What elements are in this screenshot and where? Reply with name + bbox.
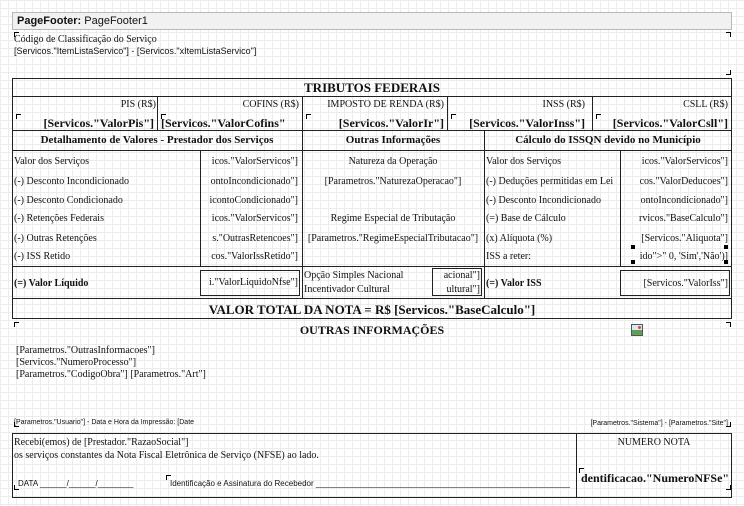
csll-label[interactable]: CSLL (R$) <box>683 99 728 110</box>
calc-row-label[interactable]: Valor dos Serviços <box>486 156 561 167</box>
corner-marker <box>726 422 731 427</box>
sistema-site[interactable]: [Parametros."Sistema"] - [Parametros."Si… <box>590 420 728 427</box>
calc-row-value[interactable]: cos."ValorDeducoes"] <box>639 176 728 187</box>
det-row-label[interactable]: (-) Desconto Condicionado <box>14 195 123 206</box>
det-row-label[interactable]: (-) ISS Retido <box>14 251 71 262</box>
cofins-value[interactable]: [Servicos."ValorCofins" <box>161 116 286 130</box>
incentivador-label[interactable]: Incentivador Cultural <box>304 284 390 295</box>
outras-info-line[interactable]: [Servicos."NumeroProcesso"] <box>16 357 137 368</box>
outras-info-title[interactable]: Outras Informações <box>345 134 441 146</box>
ir-value[interactable]: [Servicos."ValorIr"] <box>338 116 444 130</box>
corner-marker <box>16 114 21 119</box>
calc-row-label[interactable]: ISS a reter: <box>486 251 531 262</box>
usuario-data-impressao[interactable]: [Parametros."Usuario"] - Data e Hora da … <box>14 419 195 426</box>
detalhamento-title[interactable]: Detalhamento de Valores - Prestador dos … <box>40 134 274 146</box>
det-row-label[interactable]: (-) Retenções Federais <box>14 213 104 224</box>
corner-marker <box>726 485 731 490</box>
outras-info-line[interactable]: [Parametros."CodigoObra"] [Parametros."A… <box>16 369 206 380</box>
corner-marker <box>161 114 166 119</box>
det-row-value[interactable]: s."OutrasRetencoes"] <box>212 233 298 244</box>
recibo-line2[interactable]: os serviços constantes da Nota Fiscal El… <box>14 450 319 461</box>
calc-row-value[interactable]: icos."ValorServicos"] <box>641 156 728 167</box>
valor-iss-value[interactable]: [Servicos."ValorIss"] <box>643 278 728 289</box>
valor-iss-box <box>620 270 730 296</box>
inss-label[interactable]: INSS (R$) <box>542 99 585 110</box>
selection-handle[interactable] <box>631 245 635 249</box>
calc-row-value[interactable]: ido">" 0, 'Sim','Não')] <box>639 251 728 262</box>
calculo-title[interactable]: Cálculo do ISSQN devido no Município <box>515 134 701 146</box>
simples-box <box>432 268 482 296</box>
image-placeholder-icon[interactable] <box>631 324 643 336</box>
corner-marker <box>596 114 601 119</box>
corner-marker <box>14 485 19 490</box>
regime-value[interactable]: [Parametros."RegimeEspecialTributacao"] <box>307 233 479 244</box>
selection-handle[interactable] <box>724 260 728 264</box>
calc-row-value[interactable]: [Servicos."Aliquota"] <box>641 233 728 244</box>
corner-marker <box>726 32 731 37</box>
ir-label[interactable]: IMPOSTO DE RENDA (R$) <box>327 99 444 110</box>
simples-label[interactable]: Opção Simples Nacional <box>304 270 404 281</box>
det-row-value[interactable]: icontoCondicionado"] <box>209 195 298 206</box>
data-label[interactable]: DATA ______/______/________ <box>18 479 134 488</box>
tributos-title[interactable]: TRIBUTOS FEDERAIS <box>304 80 440 95</box>
band-header[interactable]: PageFooter: PageFooter1 <box>12 12 732 30</box>
numero-nota-label[interactable]: NÚMERO NOTA <box>617 437 691 448</box>
band-type-label: PageFooter: <box>17 15 82 27</box>
calc-row-value[interactable]: ontoIncondicionado"] <box>640 195 728 206</box>
corner-marker <box>726 70 731 75</box>
valor-iss-label[interactable]: (=) Valor ISS <box>486 278 542 289</box>
corner-marker <box>451 114 456 119</box>
inss-value[interactable]: [Servicos."ValorInss"] <box>469 116 585 130</box>
selection-handle[interactable] <box>724 245 728 249</box>
natureza-label[interactable]: Natureza da Operação <box>348 156 438 167</box>
corner-marker <box>14 422 19 427</box>
incentivador-value[interactable]: ultural"] <box>446 284 480 295</box>
outras-info-line[interactable]: [Parametros."OutrasInformacoes"] <box>16 345 155 356</box>
det-row-value[interactable]: ontoIncondicionado"] <box>210 176 298 187</box>
calc-row-label[interactable]: (-) Desconto Incondicionado <box>486 195 601 206</box>
calc-row-label[interactable]: (-) Deduções permitidas em Lei <box>486 176 614 187</box>
corner-marker <box>306 114 311 119</box>
calc-row-label[interactable]: (x) Alíquota (%) <box>486 233 553 244</box>
servico-label[interactable]: Código de Classificação do Serviço <box>14 34 157 45</box>
valor-liquido-label[interactable]: (=) Valor Líquido <box>14 278 89 289</box>
calc-row-label[interactable]: (=) Base de Cálculo <box>486 213 566 224</box>
csll-value[interactable]: [Servicos."ValorCsll"] <box>612 116 728 130</box>
band-name-label: PageFooter1 <box>84 15 148 27</box>
corner-marker <box>166 475 171 480</box>
det-row-label[interactable]: (-) Outras Retenções <box>14 233 97 244</box>
det-row-value[interactable]: icos."ValorServicos"] <box>211 213 298 224</box>
valor-total[interactable]: VALOR TOTAL DA NOTA = R$ [Servicos."Base… <box>208 302 536 317</box>
det-row-label[interactable]: Valor dos Serviços <box>14 156 89 167</box>
corner-marker <box>726 322 731 327</box>
simples-value[interactable]: acional"] <box>443 270 480 281</box>
valor-liquido-box <box>200 270 300 296</box>
det-row-value[interactable]: icos."ValorServicos"] <box>211 156 298 167</box>
outras-informacoes-title[interactable]: OUTRAS INFORMAÇÕES <box>299 323 445 337</box>
corner-marker <box>14 322 19 327</box>
cofins-label[interactable]: COFINS (R$) <box>242 99 299 110</box>
numero-nota-value[interactable]: dentificacao."NumeroNFSe" <box>581 471 729 485</box>
natureza-value[interactable]: [Parametros."NaturezaOperacao"] <box>324 176 462 187</box>
servico-expression[interactable]: [Servicos."ItemListaServico"] - [Servico… <box>14 46 257 56</box>
pis-value[interactable]: [Servicos."ValorPis"] <box>43 116 154 130</box>
recibo-line1[interactable]: Recebi(emos) de [Prestador."RazaoSocial"… <box>14 437 189 448</box>
det-row-label[interactable]: (-) Desconto Incondicionado <box>14 176 129 187</box>
calc-row-value[interactable]: rvicos."BaseCalculo"] <box>639 213 728 224</box>
corner-marker <box>579 468 584 473</box>
valor-liquido-value[interactable]: i."ValorLiquidoNfse"] <box>209 277 298 288</box>
corner-marker <box>14 32 19 37</box>
pis-label[interactable]: PIS (R$) <box>120 99 156 110</box>
selection-handle[interactable] <box>631 260 635 264</box>
assinatura-label[interactable]: Identificação e Assinatura do Recebedor … <box>170 479 570 488</box>
det-row-value[interactable]: cos."ValorIssRetido"] <box>211 251 298 262</box>
regime-label[interactable]: Regime Especial de Tributação <box>330 213 456 224</box>
